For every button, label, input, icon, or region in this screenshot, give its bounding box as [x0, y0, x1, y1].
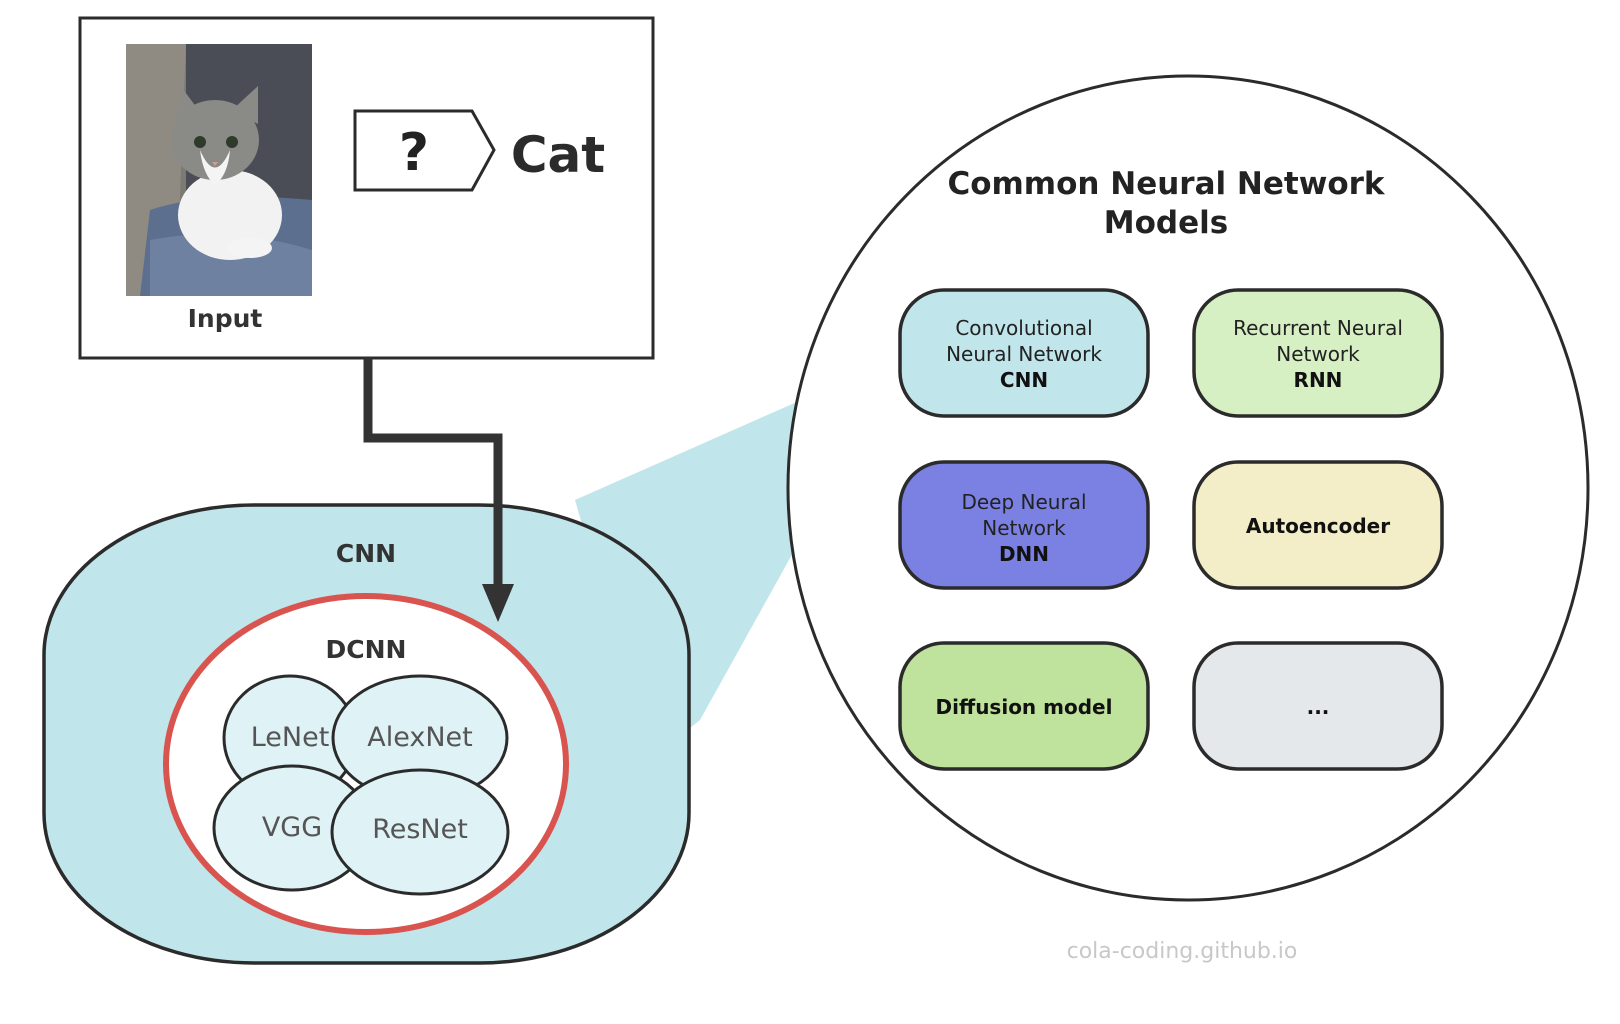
model-card-rnn-line2: Network: [1276, 342, 1360, 366]
model-card-diffusion-label: Diffusion model: [936, 695, 1113, 719]
model-card-autoencoder: [1192, 460, 1444, 590]
unknown-symbol: ?: [399, 123, 429, 183]
model-card-cnn: [898, 288, 1150, 418]
cat-photo: [126, 44, 312, 296]
model-card-dnn-line1: Deep Neural: [961, 490, 1086, 514]
model-card-diffusion: [898, 641, 1150, 771]
model-card-more-label: ...: [1307, 695, 1330, 719]
cnn-label: CNN: [336, 539, 396, 568]
unknown-model-arrow: [353, 109, 496, 192]
model-card-rnn-line1: Recurrent Neural: [1233, 316, 1403, 340]
model-card-cnn-line1: Convolutional: [955, 316, 1092, 340]
flow-arrowhead: [482, 584, 514, 622]
dcnn-label: DCNN: [326, 635, 407, 664]
model-card-rnn-abbr: RNN: [1294, 368, 1343, 392]
model-card-dnn: [898, 460, 1150, 590]
output-label: Cat: [511, 126, 605, 184]
flow-arrow-line: [363, 358, 503, 588]
arch-vgg-label: VGG: [262, 812, 322, 843]
arch-resnet-shape: [330, 768, 510, 896]
watermark: cola-coding.github.io: [1067, 939, 1298, 964]
models-title-line2: Models: [1104, 205, 1228, 241]
model-card-cnn-line2: Neural Network: [946, 342, 1102, 366]
arch-resnet-label: ResNet: [372, 814, 468, 845]
model-card-dnn-abbr: DNN: [999, 542, 1049, 566]
model-card-autoencoder-label: Autoencoder: [1246, 514, 1390, 538]
input-caption: Input: [188, 304, 263, 333]
model-card-dnn-line2: Network: [982, 516, 1066, 540]
arch-alexnet-label: AlexNet: [367, 722, 472, 753]
model-card-more: [1192, 641, 1444, 771]
models-title-line1: Common Neural Network: [947, 166, 1385, 202]
model-card-rnn: [1192, 288, 1444, 418]
model-card-cnn-abbr: CNN: [1000, 368, 1048, 392]
arch-lenet-label: LeNet: [251, 722, 330, 753]
